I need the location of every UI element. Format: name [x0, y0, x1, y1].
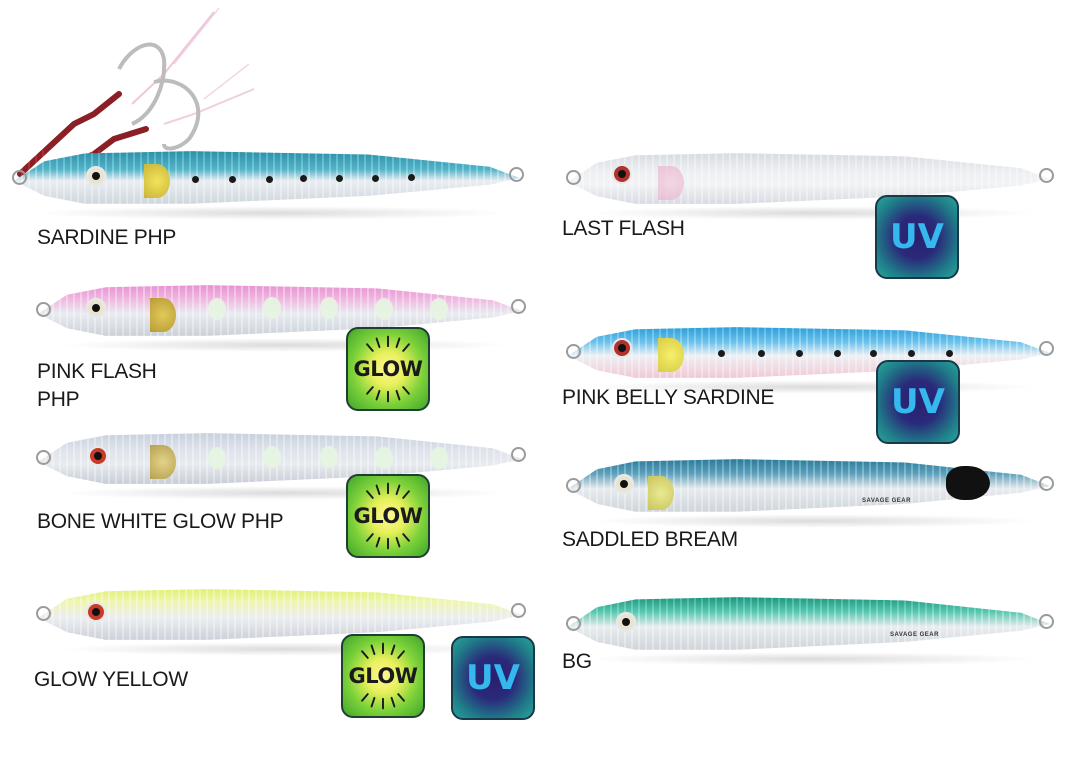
brand-mark: SAVAGE GEAR [862, 498, 911, 504]
split-ring-icon [1039, 614, 1054, 629]
glow-rays-icon [366, 335, 410, 403]
lure-saddled-bream: SAVAGE GEAR [566, 458, 1054, 528]
glow-badge: GLOW [346, 474, 430, 558]
uv-badge: UV [876, 360, 960, 444]
lure-pink-belly-sardine [566, 326, 1054, 394]
split-ring-icon [566, 478, 581, 493]
glow-badge: GLOW [341, 634, 425, 718]
eye-icon [86, 166, 106, 186]
split-ring-icon [566, 616, 581, 631]
split-ring-icon [511, 299, 526, 314]
gill-plate [144, 164, 170, 198]
split-ring-icon [511, 447, 526, 462]
split-ring-icon [509, 167, 524, 182]
glow-badge-text: GLOW [348, 664, 418, 688]
lure-sardine-php [12, 150, 524, 220]
eye-icon [88, 446, 108, 466]
uv-badge: UV [875, 195, 959, 279]
uv-badge: UV [451, 636, 535, 720]
eye-icon [86, 298, 106, 318]
lure-label-bg: BG [562, 650, 592, 673]
gill-plate [658, 166, 684, 200]
eye-icon [612, 164, 632, 184]
glow-badge-text: GLOW [353, 504, 423, 528]
label-line-1: PINK FLASH [37, 360, 157, 383]
split-ring-icon [36, 606, 51, 621]
gill-plate [658, 338, 684, 372]
glow-badge: GLOW [346, 327, 430, 411]
lure-label-pink-belly-sardine: PINK BELLY SARDINE [562, 386, 775, 409]
split-ring-icon [566, 344, 581, 359]
black-saddle-mark [946, 466, 990, 500]
eye-icon [612, 338, 632, 358]
gill-plate [150, 445, 176, 479]
lure-last-flash [566, 152, 1054, 220]
gill-plate [150, 298, 176, 332]
lure-glow-yellow [36, 588, 526, 656]
glow-rays-icon [366, 482, 410, 550]
glow-rays-icon [361, 642, 405, 710]
lure-label-pink-flash-php: PINK FLASH PHP [37, 358, 157, 414]
split-ring-icon [36, 302, 51, 317]
split-ring-icon [36, 450, 51, 465]
split-ring-icon [566, 170, 581, 185]
uv-badge-text: UV [891, 382, 945, 422]
lure-label-bone-white-glow-php: BONE WHITE GLOW PHP [37, 510, 284, 533]
lure-label-sardine-php: SARDINE PHP [37, 226, 177, 249]
split-ring-icon [511, 603, 526, 618]
split-ring-icon [1039, 168, 1054, 183]
assist-hook-icon [14, 4, 274, 194]
split-ring-icon [1039, 476, 1054, 491]
uv-badge-text: UV [890, 217, 944, 257]
gill-plate [648, 476, 674, 510]
lure-bg: SAVAGE GEAR [566, 596, 1054, 666]
glow-badge-text: GLOW [353, 357, 423, 381]
eye-icon [614, 474, 634, 494]
lure-label-saddled-bream: SADDLED BREAM [562, 528, 738, 551]
lure-bone-white-glow-php [36, 432, 526, 500]
split-ring-icon [12, 170, 27, 185]
lure-label-glow-yellow: GLOW YELLOW [34, 668, 188, 691]
label-line-2: PHP [37, 388, 80, 411]
brand-mark: SAVAGE GEAR [890, 632, 939, 638]
split-ring-icon [1039, 341, 1054, 356]
uv-badge-text: UV [466, 658, 520, 698]
lure-pink-flash-php [36, 284, 526, 352]
lure-label-last-flash: LAST FLASH [562, 217, 685, 240]
eye-icon [86, 602, 106, 622]
eye-icon [616, 612, 636, 632]
